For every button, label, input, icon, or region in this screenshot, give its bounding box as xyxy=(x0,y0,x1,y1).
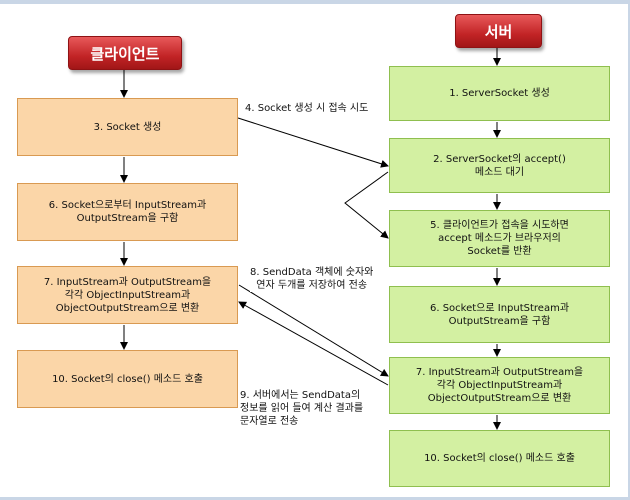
send-label: 8. SendData 객체에 숫자와 연자 두개를 저장하여 전송 xyxy=(250,266,374,292)
server-step-accept-wait: 2. ServerSocket의 accept() 메소드 대기 xyxy=(389,138,610,193)
top-border xyxy=(0,0,630,4)
client-step-close: 10. Socket의 close() 메소드 호출 xyxy=(17,350,238,408)
reply-arrow xyxy=(238,301,389,386)
server-step-return-socket: 5. 클라이언트가 접속을 시도하면 accept 메소드가 브라우저의 Soc… xyxy=(389,210,610,267)
client-step-create-socket: 3. Socket 생성 xyxy=(17,98,238,156)
server-step-create-serversocket: 1. ServerSocket 생성 xyxy=(389,66,610,121)
server-step-object-streams: 7. InputStream과 OutputStream을 각각 ObjectI… xyxy=(389,357,610,414)
bottom-border xyxy=(0,497,630,500)
server-step-close: 10. Socket의 close() 메소드 호출 xyxy=(389,430,610,487)
client-step-get-streams: 6. Socket으로부터 InputStream과 OutputStream을… xyxy=(17,183,238,241)
connect-label: 4. Socket 생성 시 접속 시도 xyxy=(245,102,369,115)
accept-return-arrow xyxy=(344,171,389,239)
connect-arrow xyxy=(237,117,389,168)
reply-label: 9. 서버에서는 SendData의 정보를 읽어 들여 계산 결과를 문자열로… xyxy=(240,389,364,428)
client-header: 클라이언트 xyxy=(68,36,182,70)
server-step-get-streams: 6. Socket으로 InputStream과 OutputStream을 구… xyxy=(389,286,610,343)
right-border xyxy=(628,0,630,500)
client-step-object-streams: 7. InputStream과 OutputStream을 각각 ObjectI… xyxy=(17,266,238,324)
server-header: 서버 xyxy=(455,14,542,48)
send-arrow xyxy=(238,284,389,377)
